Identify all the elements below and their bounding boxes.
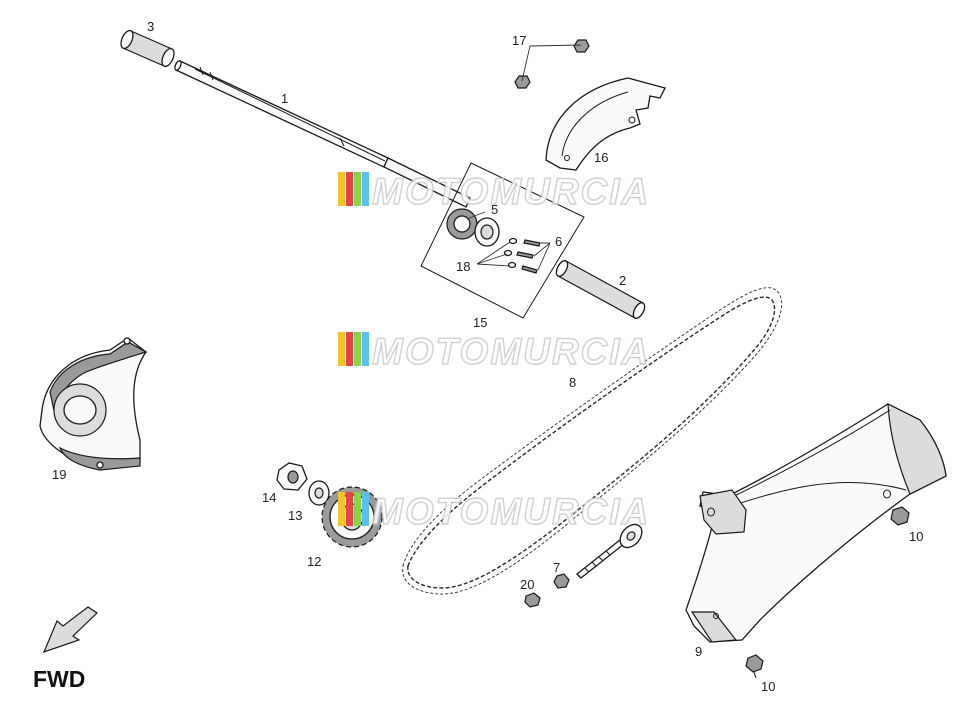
part-19-sprocket-cover (39, 337, 148, 471)
callout-18: 18 (456, 259, 470, 274)
part-15-assembly (420, 162, 585, 319)
fwd-indicator: FWD (33, 606, 98, 692)
callout-3: 3 (147, 19, 154, 34)
watermark-middle: MOTOMURCIA (338, 330, 650, 373)
part-16-guard (545, 77, 666, 171)
watermark-text: MOTOMURCIA (372, 331, 650, 372)
callout-15: 15 (473, 315, 487, 330)
watermark-stripe (354, 492, 361, 526)
bolts-6 (516, 239, 541, 274)
callout-10a: 10 (909, 529, 923, 544)
washers-18 (503, 237, 518, 269)
watermark-top: MOTOMURCIA (338, 170, 650, 213)
callout-9: 9 (695, 644, 702, 659)
leader-lines (468, 44, 582, 271)
callout-5: 5 (491, 202, 498, 217)
watermark-text: MOTOMURCIA (372, 171, 650, 212)
watermark-stripe (362, 332, 369, 366)
part-13-washer (308, 480, 330, 506)
callout-8: 8 (569, 375, 576, 390)
callout-2: 2 (619, 273, 626, 288)
callout-10b: 10 (761, 679, 775, 694)
part-2-sleeve (555, 260, 646, 319)
callout-labels: 1 2 3 5 6 7 8 9 10 10 12 13 14 15 16 17 … (52, 19, 923, 694)
part-9-chain-guard (685, 403, 947, 643)
part-10-bolts (745, 506, 910, 679)
watermark-stripe (362, 172, 369, 206)
fwd-label: FWD (33, 666, 85, 692)
watermark-stripe (346, 172, 353, 206)
part-17-nuts (514, 39, 590, 89)
callout-19: 19 (52, 467, 66, 482)
part-14-nut (276, 462, 308, 491)
part-3-sleeve (120, 29, 175, 68)
part-7-adjuster (553, 523, 643, 589)
watermark-stripe (354, 332, 361, 366)
arrow-down-left-icon (42, 606, 98, 654)
callout-1: 1 (281, 91, 288, 106)
part-20-nut (524, 592, 541, 608)
callout-20: 20 (520, 577, 534, 592)
watermark-stripe (338, 172, 345, 206)
watermark-stripe (354, 172, 361, 206)
watermark-stripe (338, 492, 345, 526)
callout-13: 13 (288, 508, 302, 523)
callout-7: 7 (553, 560, 560, 575)
watermark-bottom: MOTOMURCIA (338, 490, 650, 533)
watermark-stripe (362, 492, 369, 526)
watermark-stripe (338, 332, 345, 366)
watermark-stripe (346, 332, 353, 366)
watermark-stripe (346, 492, 353, 526)
callout-6: 6 (555, 234, 562, 249)
part-1-axle (174, 60, 471, 208)
callout-17: 17 (512, 33, 526, 48)
callout-14: 14 (262, 490, 276, 505)
callout-12: 12 (307, 554, 321, 569)
callout-16: 16 (594, 150, 608, 165)
part-8-chain (402, 287, 783, 595)
watermark-text: MOTOMURCIA (372, 491, 650, 532)
